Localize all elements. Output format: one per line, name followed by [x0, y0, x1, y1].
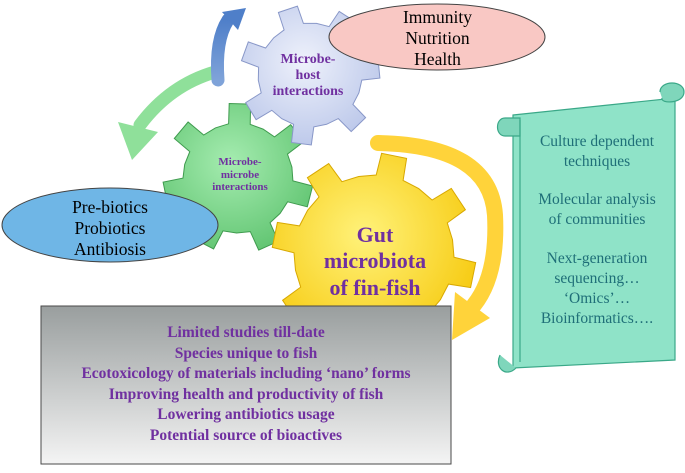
gear-line: Microbe-: [280, 52, 336, 67]
yellow-arrowhead: [452, 292, 490, 340]
green-arrowhead: [118, 122, 158, 160]
scroll-text: Culture dependent techniques Molecular a…: [522, 132, 672, 329]
scroll-line: techniques: [563, 153, 631, 171]
microbe-gear-label: Microbe- microbe interactions: [185, 156, 295, 194]
oval-line: Nutrition: [405, 28, 470, 48]
immunity-oval: [328, 3, 546, 71]
challenges-box: [40, 305, 452, 465]
scroll-line: Culture dependent: [539, 133, 655, 150]
scroll-line: sequencing…: [554, 269, 640, 287]
gear-line: Gut: [356, 222, 394, 247]
host-gear-label: Microbe- host interactions: [258, 52, 358, 100]
box-line: Improving health and productivity of fis…: [108, 385, 384, 403]
prebiotics-oval: [1, 187, 219, 263]
gear-line: interactions: [212, 181, 268, 194]
oval-line: Probiotics: [74, 218, 146, 238]
box-line: Species unique to fish: [174, 344, 318, 362]
box-line: Limited studies till-date: [167, 324, 325, 341]
box-line: Lowering antibiotics usage: [157, 406, 335, 424]
gear-line: microbiota: [323, 248, 427, 274]
oval-line: Pre-biotics: [72, 197, 148, 217]
gear-line: interactions: [272, 84, 344, 100]
methods-scroll: [496, 82, 685, 373]
scroll-line: ‘Omics’…: [563, 289, 631, 307]
scroll-line: Next-generation: [546, 249, 648, 267]
challenges-box-text: Limited studies till-date Species unique…: [41, 323, 451, 447]
oval-line: Health: [414, 49, 461, 69]
gear-line: of fin-fish: [329, 274, 421, 300]
blue-arrowhead: [222, 8, 246, 30]
scroll-line: Molecular analysis: [538, 191, 656, 209]
blue-curved-arrow: [211, 13, 235, 87]
gut-gear-label: Gut microbiota of fin-fish: [300, 222, 450, 301]
gear-line: microbe: [220, 168, 260, 181]
oval-line: Immunity: [402, 7, 473, 27]
scroll-line: Bioinformatics….: [540, 309, 654, 327]
scroll-line: of communities: [548, 211, 646, 229]
box-line: Ecotoxicology of materials including ‘na…: [81, 365, 411, 383]
prebiotics-oval-text: Pre-biotics Probiotics Antibiosis: [45, 197, 175, 260]
gear-line: host: [295, 68, 321, 84]
yellow-curved-arrow: [370, 135, 504, 313]
green-curved-arrow: [133, 65, 222, 132]
immunity-oval-text: Immunity Nutrition Health: [370, 7, 505, 70]
oval-line: Antibiosis: [74, 239, 146, 259]
box-line: Potential source of bioactives: [149, 427, 343, 445]
gear-line: Microbe-: [218, 156, 262, 168]
